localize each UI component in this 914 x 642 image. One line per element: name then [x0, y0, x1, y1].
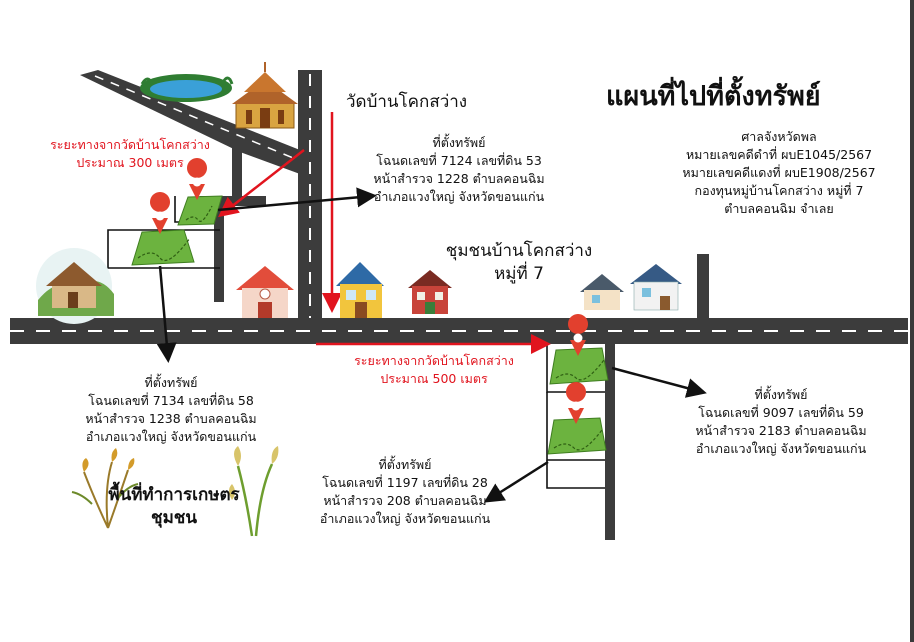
grain-plant-icon	[229, 446, 279, 537]
farmland-label-line2: ชุมชน	[151, 508, 197, 528]
community-label: ชุมชนบ้านโคกสว่าง หมู่ที่ 7	[424, 240, 614, 286]
brick-house-icon	[408, 270, 452, 314]
property-heading: ที่ตั้งทรัพย์	[144, 375, 198, 390]
court-info-line4: กองทุนหมู่บ้านโคกสว่าง หมู่ที่ 7	[694, 183, 864, 198]
farm-house-icon	[36, 248, 114, 324]
property-info-1197: ที่ตั้งทรัพย์ โฉนดเลขที่ 1197 เลขที่ดิน …	[300, 456, 510, 528]
parcel-7134	[131, 229, 195, 266]
twin-houses-icon	[580, 264, 682, 311]
court-info-line2: หมายเลขคดีดำที่ ผบE1045/2567	[685, 147, 873, 162]
pink-house-icon	[236, 266, 294, 318]
farmland-label-line1: พื้นที่ทำการเกษตร	[108, 485, 240, 505]
community-label-line2: หมู่ที่ 7	[494, 264, 544, 284]
parcel-1197	[547, 417, 607, 455]
property-deed: โฉนดเลขที่ 7134 เลขที่ดิน 58	[88, 393, 254, 408]
parcel-7124	[177, 195, 223, 226]
property-info-7124: ที่ตั้งทรัพย์ โฉนดเลขที่ 7124 เลขที่ดิน …	[354, 134, 564, 206]
property-district: อำเภอแวงใหญ่ จังหวัดขอนแก่น	[319, 511, 491, 526]
community-label-line1: ชุมชนบ้านโคกสว่าง	[445, 241, 593, 261]
distance-500-line1: ระยะทางจากวัดบ้านโคกสว่าง	[354, 353, 514, 368]
parcel-9097	[549, 347, 609, 385]
temple-icon	[232, 62, 298, 129]
property-deed: โฉนดเลขที่ 1197 เลขที่ดิน 28	[322, 475, 488, 490]
map-title: แผนที่ไปที่ตั้งทรัพย์	[606, 81, 821, 112]
property-district: อำเภอแวงใหญ่ จังหวัดขอนแก่น	[695, 441, 867, 456]
distance-300-label: ระยะทางจากวัดบ้านโคกสว่าง ประมาณ 300 เมต…	[30, 136, 230, 172]
temple-road	[298, 70, 322, 320]
yellow-house-icon	[336, 262, 384, 318]
main-road	[10, 318, 908, 344]
court-info-line5: ตำบลคอนฉิม จำเลย	[724, 201, 834, 216]
property-heading: ที่ตั้งทรัพย์	[432, 135, 486, 150]
black-callout-arrows	[156, 187, 707, 503]
property-district: อำเภอแวงใหญ่ จังหวัดขอนแก่น	[373, 189, 545, 204]
court-info-line3: หมายเลขคดีแดงที่ ผบE1908/2567	[682, 165, 876, 180]
court-info: ศาลจังหวัดพล หมายเลขคดีดำที่ ผบE1045/256…	[654, 128, 904, 218]
property-survey: หน้าสำรวจ 208 ตำบลคอนฉิม	[323, 493, 487, 508]
property-deed: โฉนดเลขที่ 7124 เลขที่ดิน 53	[376, 153, 542, 168]
temple-label: วัดบ้านโคกสว่าง	[346, 92, 468, 112]
right-side-road	[605, 254, 709, 540]
distance-500-line2: ประมาณ 500 เมตร	[380, 371, 488, 386]
page-right-border	[910, 0, 914, 642]
property-heading: ที่ตั้งทรัพย์	[754, 387, 808, 402]
property-heading: ที่ตั้งทรัพย์	[378, 457, 432, 472]
court-info-line1: ศาลจังหวัดพล	[741, 129, 817, 144]
property-survey: หน้าสำรวจ 2183 ตำบลคอนฉิม	[695, 423, 867, 438]
red-route-arrows	[218, 112, 551, 354]
pin-marker-1197	[566, 382, 587, 424]
distance-300-line1: ระยะทางจากวัดบ้านโคกสว่าง	[50, 137, 210, 152]
property-survey: หน้าสำรวจ 1238 ตำบลคอนฉิม	[85, 411, 257, 426]
property-info-7134: ที่ตั้งทรัพย์ โฉนดเลขที่ 7134 เลขที่ดิน …	[66, 374, 276, 446]
pin-marker-7134	[150, 192, 171, 234]
property-info-9097: ที่ตั้งทรัพย์ โฉนดเลขที่ 9097 เลขที่ดิน …	[676, 386, 886, 458]
distance-500-label: ระยะทางจากวัดบ้านโคกสว่าง ประมาณ 500 เมต…	[334, 352, 534, 388]
property-survey: หน้าสำรวจ 1228 ตำบลคอนฉิม	[373, 171, 545, 186]
farmland-label: พื้นที่ทำการเกษตร ชุมชน	[84, 484, 264, 530]
rice-plant-icon	[71, 448, 139, 529]
property-deed: โฉนดเลขที่ 9097 เลขที่ดิน 59	[698, 405, 864, 420]
property-district: อำเภอแวงใหญ่ จังหวัดขอนแก่น	[85, 429, 257, 444]
distance-300-line2: ประมาณ 300 เมตร	[76, 155, 184, 170]
pond-icon	[140, 74, 234, 102]
